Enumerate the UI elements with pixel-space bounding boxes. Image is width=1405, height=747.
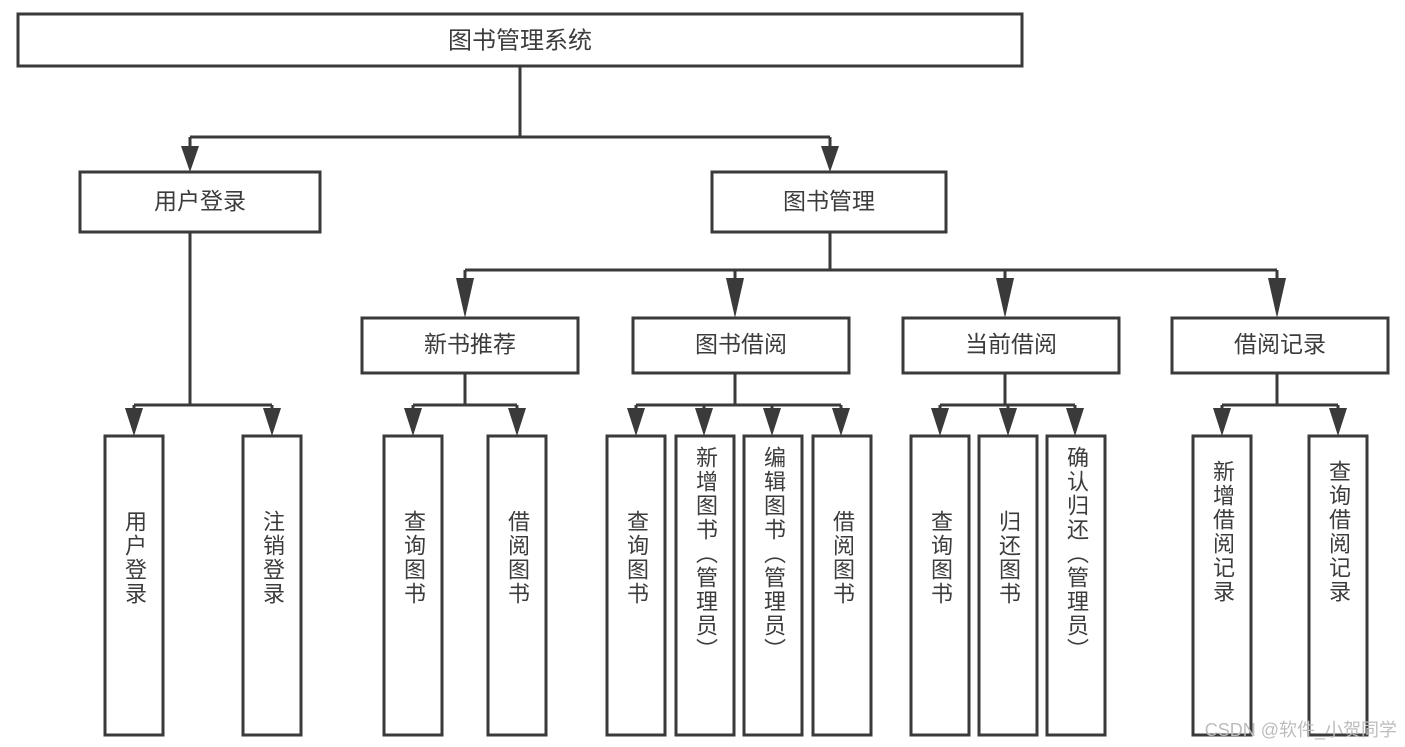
arrowhead-book-manage: [821, 146, 839, 172]
arrowhead-user-login: [181, 146, 199, 172]
node-box-leaf-query-book-1[interactable]: [382, 434, 444, 737]
arrowhead-leaf-return-book: [999, 408, 1017, 436]
arrowhead-leaf-logout: [263, 408, 281, 436]
connector-group-book-manage: [456, 232, 1286, 318]
node-box-leaf-edit-book[interactable]: [742, 434, 804, 737]
node-box-leaf-borrow-book-2[interactable]: [811, 434, 873, 737]
arrowhead-borrow-record: [1268, 278, 1286, 318]
node-label-borrow-record: 借阅记录: [1234, 331, 1326, 357]
node-box-leaf-add-record[interactable]: [1191, 434, 1253, 737]
arrowhead-leaf-query-book-2: [627, 408, 645, 436]
node-box-user-login[interactable]: [78, 170, 322, 234]
node-box-leaf-add-book[interactable]: [674, 434, 736, 737]
node-label-book-borrow: 图书借阅: [695, 331, 787, 357]
arrowhead-leaf-borrow-book-1: [508, 408, 526, 436]
arrowhead-current-borrow: [996, 278, 1014, 318]
arrowhead-book-borrow: [726, 278, 744, 318]
connector-group-root: [181, 66, 839, 172]
node-box-leaf-return-book[interactable]: [977, 434, 1039, 737]
arrowhead-new-book-rec: [456, 278, 474, 318]
node-box-leaf-logout[interactable]: [241, 434, 303, 737]
node-box-leaf-confirm-return[interactable]: [1045, 434, 1107, 737]
node-box-leaf-user-login[interactable]: [103, 434, 165, 737]
arrowhead-leaf-confirm-return: [1066, 408, 1084, 436]
node-box-book-borrow[interactable]: [631, 316, 851, 375]
node-box-leaf-borrow-book-1[interactable]: [486, 434, 548, 737]
arrowhead-leaf-query-book-3: [931, 408, 949, 436]
connector-group-new-book-rec: [404, 373, 526, 436]
node-box-leaf-query-book-3[interactable]: [909, 434, 971, 737]
node-box-new-book-rec[interactable]: [360, 316, 580, 375]
node-label-user-login: 用户登录: [154, 188, 246, 214]
node-label-current-borrow: 当前借阅: [965, 331, 1057, 357]
node-box-current-borrow[interactable]: [901, 316, 1121, 375]
node-label-new-book-rec: 新书推荐: [424, 331, 516, 357]
arrowhead-leaf-add-record: [1213, 408, 1231, 436]
node-box-borrow-record[interactable]: [1170, 316, 1390, 375]
connector-group-book-borrow: [627, 373, 850, 436]
connector-group-borrow-record: [1213, 373, 1347, 436]
arrowhead-leaf-user-login: [125, 408, 143, 436]
arrowhead-leaf-borrow-book-2: [832, 408, 850, 436]
node-box-leaf-query-book-2[interactable]: [605, 434, 667, 737]
node-box-book-manage[interactable]: [710, 170, 948, 234]
arrowhead-leaf-query-record: [1329, 408, 1347, 436]
arrowhead-leaf-add-book: [695, 408, 713, 436]
connector-group-current-borrow: [931, 373, 1084, 436]
watermark-text: CSDN @软件_小贺同学: [1204, 720, 1397, 740]
node-box-title[interactable]: [16, 12, 1024, 68]
arrowhead-leaf-edit-book: [763, 408, 781, 436]
node-label-book-manage: 图书管理: [783, 188, 875, 214]
node-label-title: 图书管理系统: [448, 27, 592, 54]
arrowhead-leaf-query-book-1: [404, 408, 422, 436]
node-box-leaf-query-record[interactable]: [1307, 434, 1369, 737]
connector-group-user-login: [125, 232, 281, 436]
